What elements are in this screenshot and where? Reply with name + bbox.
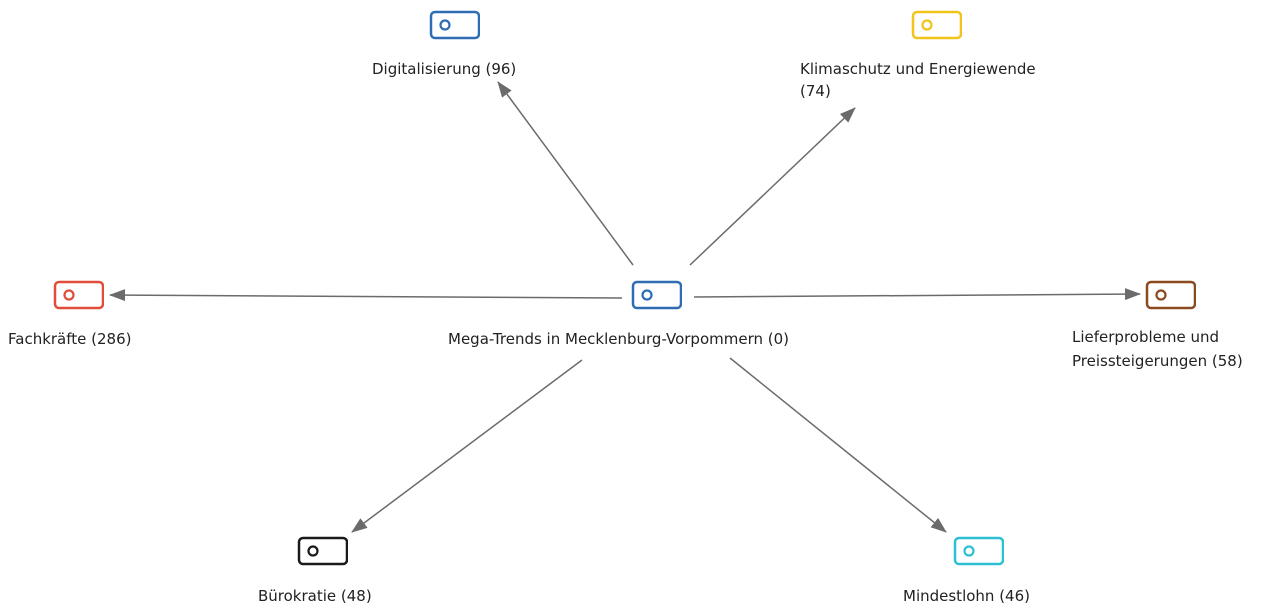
node-center-label: Mega-Trends in Mecklenburg-Vorpommern (0… <box>448 330 790 348</box>
code-tag-icon <box>297 536 348 566</box>
node-klimaschutz-label-line-2: (74) <box>800 82 831 100</box>
code-tag-icon <box>1145 280 1196 310</box>
node-lieferprobleme-label-line-2: Preissteigerungen (58) <box>1072 352 1243 370</box>
node-digitalisierung-label: Digitalisierung (96) <box>372 60 517 78</box>
edge-to-mindestlohn <box>729 357 947 533</box>
edge-to-digitalisierung <box>497 81 634 266</box>
code-tag-icon <box>953 536 1004 566</box>
code-tag-icon <box>53 280 104 310</box>
edge-to-klimaschutz <box>689 107 856 266</box>
node-mindestlohn-label: Mindestlohn (46) <box>903 587 1030 605</box>
code-tag-icon <box>429 10 480 40</box>
node-fachkraefte-label: Fachkräfte (286) <box>8 330 132 348</box>
node-klimaschutz-label-line-1: Klimaschutz und Energiewende <box>800 60 1036 78</box>
node-buerokratie-label: Bürokratie (48) <box>258 587 372 605</box>
edge-to-lieferprobleme <box>693 288 1141 301</box>
edge-to-fachkraefte <box>109 289 623 302</box>
edge-to-buerokratie <box>351 359 583 533</box>
code-tag-icon <box>911 10 962 40</box>
node-lieferprobleme-label-line-1: Lieferprobleme und <box>1072 328 1220 346</box>
code-tag-icon <box>631 280 682 310</box>
